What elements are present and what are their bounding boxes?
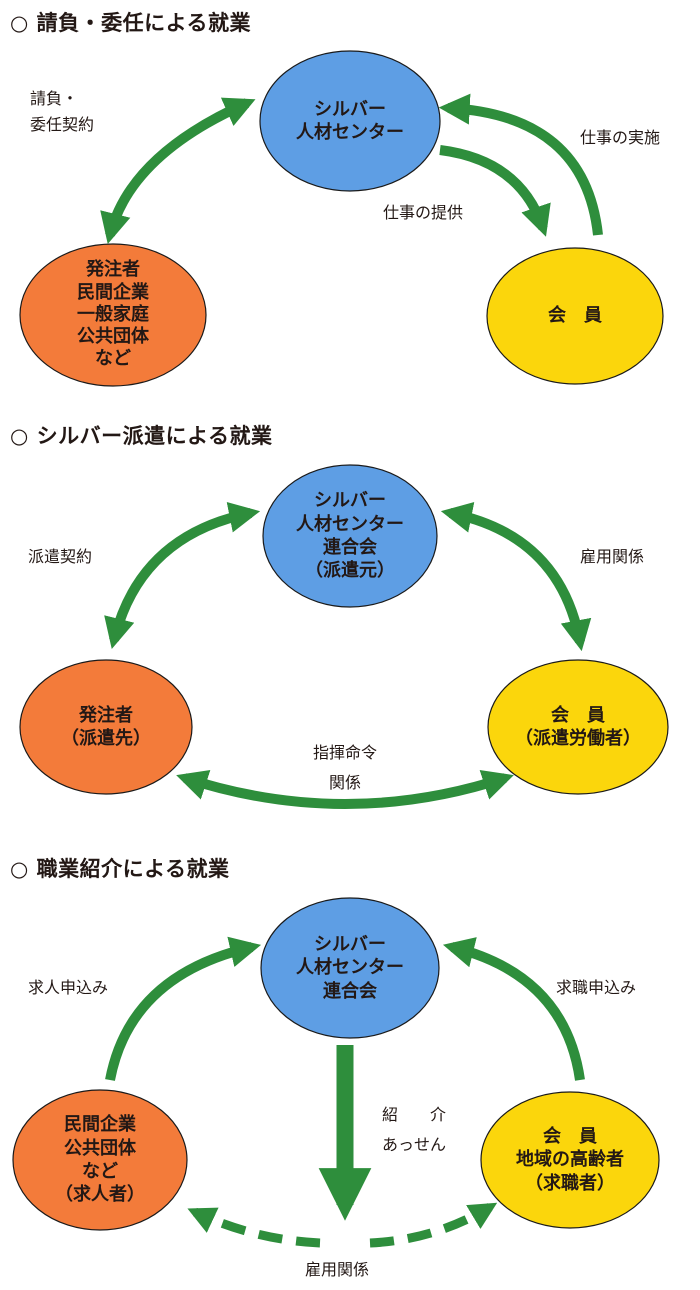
s3-job-seek-label: 求職申込み xyxy=(556,978,637,997)
s3-job-seek-arrow xyxy=(442,937,585,1081)
s2-right-node: 会 員 （派遣労働者） xyxy=(488,660,668,794)
s2-command-label: 指揮命令 関係 xyxy=(300,738,390,799)
s3-center-node: シルバー 人材センター 連合会 xyxy=(261,898,439,1038)
s1-left-line: など xyxy=(95,348,131,370)
s3-center-line: 連合会 xyxy=(323,980,377,1002)
s1-contract-arrow xyxy=(100,97,256,245)
s3-job-offer-label: 求人申込み xyxy=(28,978,109,997)
s3-right-node: 会 員 地域の高齢者 （求職者） xyxy=(481,1092,659,1228)
s1-contract-label-line: 請負・ xyxy=(30,89,79,108)
s2-command-label-line: 指揮命令 xyxy=(312,743,377,762)
s1-center-line: 人材センター xyxy=(296,122,404,143)
section3-title: ○ 職業紹介による就業 xyxy=(10,857,230,881)
s2-left-node-shape xyxy=(19,659,193,795)
s2-right-line: 会 員 xyxy=(551,704,605,726)
s2-center-line: （派遣元） xyxy=(305,560,395,582)
s3-left-line: 民間企業 xyxy=(64,1114,136,1136)
s3-mediation-label: 紹 介 あっせん xyxy=(362,1100,466,1161)
s2-employment-arrow xyxy=(440,502,592,652)
s3-left-line: 公共団体 xyxy=(64,1137,136,1159)
s3-center-line: 人材センター xyxy=(296,957,404,979)
s1-contract-label: 請負・ 委任契約 xyxy=(30,86,94,137)
s3-employment-dashed-left xyxy=(187,1207,321,1248)
section1-title: ○ 請負・委任による就業 xyxy=(10,11,252,35)
s1-perform-arrow xyxy=(438,93,603,236)
s3-right-line: （求職者） xyxy=(525,1172,615,1194)
s1-right-node-shape xyxy=(486,247,664,385)
s2-contract-arrow xyxy=(104,502,261,650)
s2-center-node-shape xyxy=(262,464,438,608)
s3-employment-label: 雇用関係 xyxy=(305,1260,370,1279)
s3-mediation-label-line: 紹 介 xyxy=(381,1105,446,1124)
s2-right-node-shape xyxy=(487,659,669,795)
s2-right-line: （派遣労働者） xyxy=(515,728,641,749)
s2-left-line: 発注者 xyxy=(79,704,133,726)
s1-contract-label-line: 委任契約 xyxy=(30,114,95,134)
s3-center-node-shape xyxy=(260,897,440,1039)
s1-left-line: 公共団体 xyxy=(77,326,149,348)
section2-title: ○ シルバー派遣による就業 xyxy=(10,424,273,448)
s3-right-line: 会 員 xyxy=(543,1125,597,1147)
s3-job-offer-arrow xyxy=(105,936,262,1081)
s3-employment-dashed-right xyxy=(369,1202,498,1248)
s1-center-node: シルバー 人材センター xyxy=(260,51,440,191)
s1-left-line: 民間企業 xyxy=(77,281,149,303)
s2-left-node: 発注者 （派遣先） xyxy=(20,660,192,794)
s1-left-line: 発注者 xyxy=(86,259,140,281)
s1-left-node: 発注者 民間企業 一般家庭 公共団体 など xyxy=(20,244,206,386)
s3-left-node: 民間企業 公共団体 など （求人者） xyxy=(13,1090,187,1230)
s2-center-line: 人材センター xyxy=(296,513,404,535)
s3-center-line: シルバー xyxy=(314,933,386,955)
s2-contract-label: 派遣契約 xyxy=(28,547,93,566)
s3-right-node-shape xyxy=(480,1091,660,1229)
s2-command-arrow xyxy=(176,769,514,809)
s3-left-line: （求人者） xyxy=(55,1184,145,1206)
s1-center-line: シルバー xyxy=(314,98,386,120)
s1-right-node: 会 員 xyxy=(487,248,663,384)
s1-provide-arrow xyxy=(439,145,551,237)
s1-left-line: 一般家庭 xyxy=(77,303,149,325)
s2-employment-label: 雇用関係 xyxy=(580,547,645,566)
s1-perform-label: 仕事の実施 xyxy=(580,128,661,147)
s3-right-line: 地域の高齢者 xyxy=(516,1149,624,1171)
s3-left-node-shape xyxy=(12,1089,188,1231)
s2-left-line: （派遣先） xyxy=(61,728,151,749)
s2-center-line: 連合会 xyxy=(323,537,377,558)
s2-center-node: シルバー 人材センター 連合会 （派遣元） xyxy=(263,465,437,607)
s1-right-line: 会 員 xyxy=(548,305,602,327)
s3-mediation-label-line: あっせん xyxy=(381,1135,446,1155)
s2-command-label-line: 関係 xyxy=(328,773,361,793)
s3-left-line: など xyxy=(82,1161,118,1182)
s2-center-line: シルバー xyxy=(314,490,386,512)
s1-provide-label: 仕事の提供 xyxy=(383,203,464,222)
